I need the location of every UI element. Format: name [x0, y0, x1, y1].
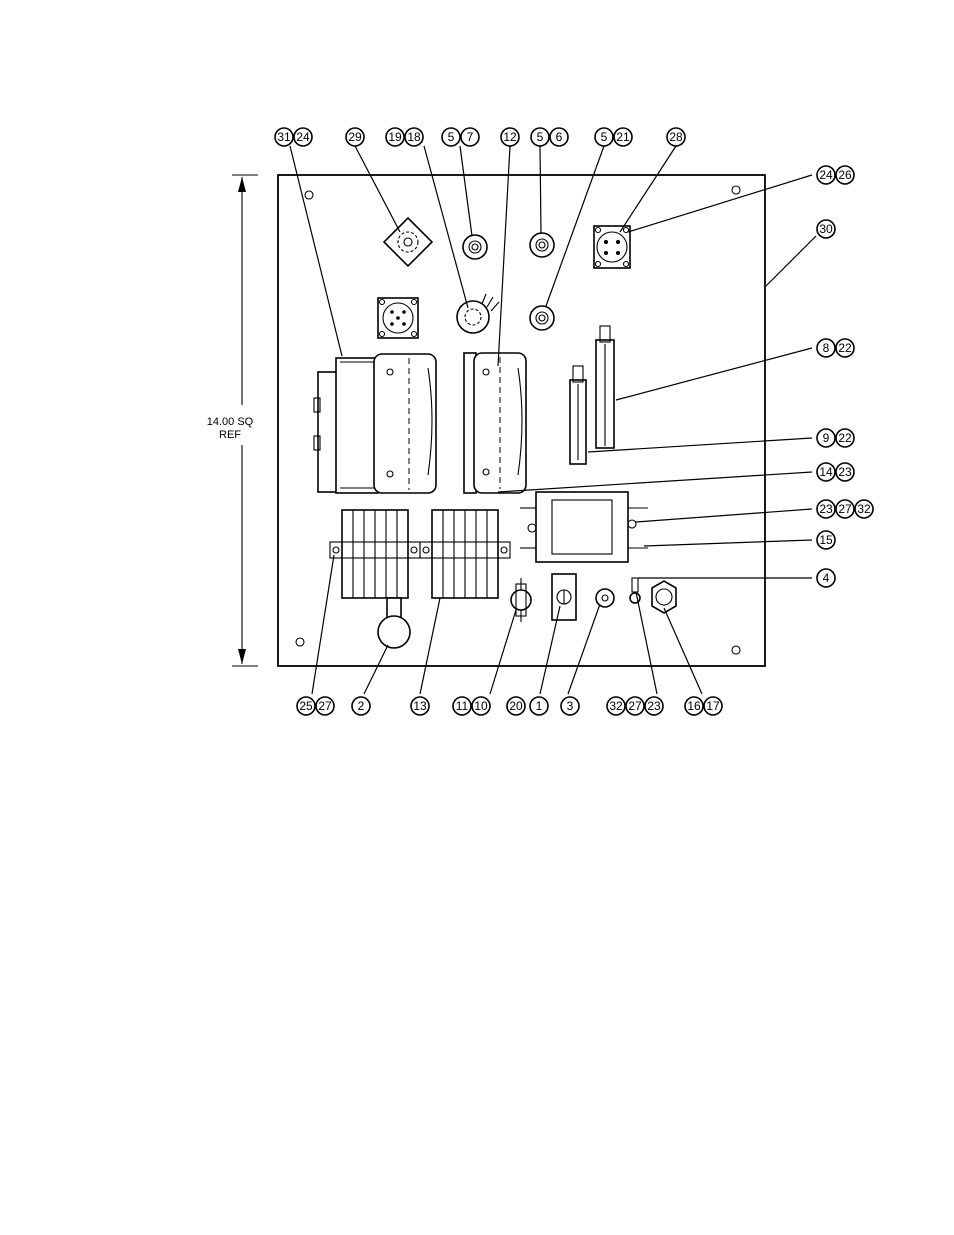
callout-5-6: 5 6 [530, 127, 569, 147]
callout-2: 2 [351, 696, 371, 716]
svg-text:14: 14 [819, 465, 833, 479]
svg-text:2: 2 [358, 699, 365, 713]
transformer-large [313, 353, 437, 494]
callout-9-22: 9 22 [816, 428, 855, 448]
svg-text:6: 6 [556, 130, 563, 144]
callout-12: 12 [500, 127, 520, 147]
svg-text:24: 24 [296, 130, 310, 144]
svg-text:23: 23 [838, 465, 852, 479]
leader-lines [289, 145, 817, 695]
svg-text:27: 27 [838, 502, 852, 516]
svg-text:3: 3 [567, 699, 574, 713]
line-filter [520, 491, 648, 563]
toggle-switch [510, 578, 532, 622]
potentiometer [456, 293, 500, 334]
svg-text:16: 16 [687, 699, 701, 713]
svg-text:1: 1 [536, 699, 543, 713]
svg-text:19: 19 [388, 130, 402, 144]
callout-13: 13 [410, 696, 430, 716]
svg-text:26: 26 [838, 168, 852, 182]
svg-text:18: 18 [407, 130, 421, 144]
relay-bracket-short [569, 365, 587, 465]
cable-grommet [377, 597, 411, 649]
svg-text:5: 5 [537, 130, 544, 144]
svg-text:25: 25 [299, 699, 313, 713]
svg-text:30: 30 [819, 222, 833, 236]
indicator-lamp-lower [529, 305, 555, 331]
svg-text:32: 32 [609, 699, 623, 713]
callout-20-1: 20 1 [506, 696, 549, 716]
callout-8-22: 8 22 [816, 338, 855, 358]
cable-gland [651, 580, 677, 614]
svg-text:32: 32 [857, 502, 871, 516]
svg-text:22: 22 [838, 341, 852, 355]
indicator-lamp-left [462, 234, 488, 260]
terminal-block-left [329, 509, 421, 599]
callout-5-21: 5 21 [594, 127, 633, 147]
callout-25-27: 25 27 [296, 696, 335, 716]
callout-4: 4 [816, 568, 836, 588]
svg-text:13: 13 [413, 699, 427, 713]
callout-11-10: 11 10 [452, 696, 491, 716]
svg-text:27: 27 [318, 699, 332, 713]
svg-text:10: 10 [474, 699, 488, 713]
svg-text:27: 27 [628, 699, 642, 713]
svg-text:31: 31 [277, 130, 291, 144]
transformer-small [463, 352, 527, 494]
six-pin-connector [377, 297, 419, 339]
callout-23-27-32: 23 27 32 [816, 499, 874, 519]
indicator-lamp-middle [529, 232, 555, 258]
panel-plate [277, 174, 766, 667]
ground-stud [629, 577, 641, 604]
fuse-holder [551, 573, 577, 621]
callout-15: 15 [816, 530, 836, 550]
svg-text:24: 24 [819, 168, 833, 182]
rotary-switch [382, 216, 434, 268]
callout-24-26: 24 26 [816, 165, 855, 185]
svg-text:23: 23 [647, 699, 661, 713]
callout-16-17: 16 17 [684, 696, 723, 716]
callout-31-24: 31 24 [274, 127, 313, 147]
dimension-label-line2: REF [219, 429, 241, 441]
svg-text:20: 20 [509, 699, 523, 713]
mounting-hole [304, 190, 314, 200]
svg-text:5: 5 [601, 130, 608, 144]
four-pin-connector [593, 225, 631, 269]
pilot-light [595, 588, 615, 608]
callout-3: 3 [560, 696, 580, 716]
svg-text:29: 29 [348, 130, 362, 144]
svg-text:4: 4 [823, 571, 830, 585]
dimension-14-sq: 14.00 SQ REF [207, 174, 258, 667]
callout-14-23: 14 23 [816, 462, 855, 482]
dimension-label-line1: 14.00 SQ [207, 416, 254, 428]
terminal-block-right [419, 509, 511, 599]
svg-text:11: 11 [456, 699, 469, 713]
svg-text:21: 21 [616, 130, 630, 144]
mounting-hole [731, 185, 741, 195]
panel-mounting-holes [295, 185, 741, 655]
callout-32-27-23: 32 27 23 [606, 696, 664, 716]
callout-28: 28 [666, 127, 686, 147]
relay-bracket-tall [595, 325, 615, 449]
svg-text:15: 15 [819, 533, 833, 547]
svg-text:12: 12 [503, 130, 517, 144]
svg-text:7: 7 [467, 130, 474, 144]
svg-text:28: 28 [669, 130, 683, 144]
svg-text:17: 17 [706, 699, 720, 713]
svg-text:5: 5 [448, 130, 455, 144]
mounting-hole [295, 637, 305, 647]
callout-30: 30 [816, 219, 836, 239]
callout-29: 29 [345, 127, 365, 147]
svg-text:9: 9 [823, 431, 830, 445]
mounting-hole [731, 645, 741, 655]
svg-text:8: 8 [823, 341, 830, 355]
svg-text:23: 23 [819, 502, 833, 516]
callout-19-18: 19 18 [385, 127, 424, 147]
svg-text:22: 22 [838, 431, 852, 445]
callout-5-7: 5 7 [441, 127, 480, 147]
